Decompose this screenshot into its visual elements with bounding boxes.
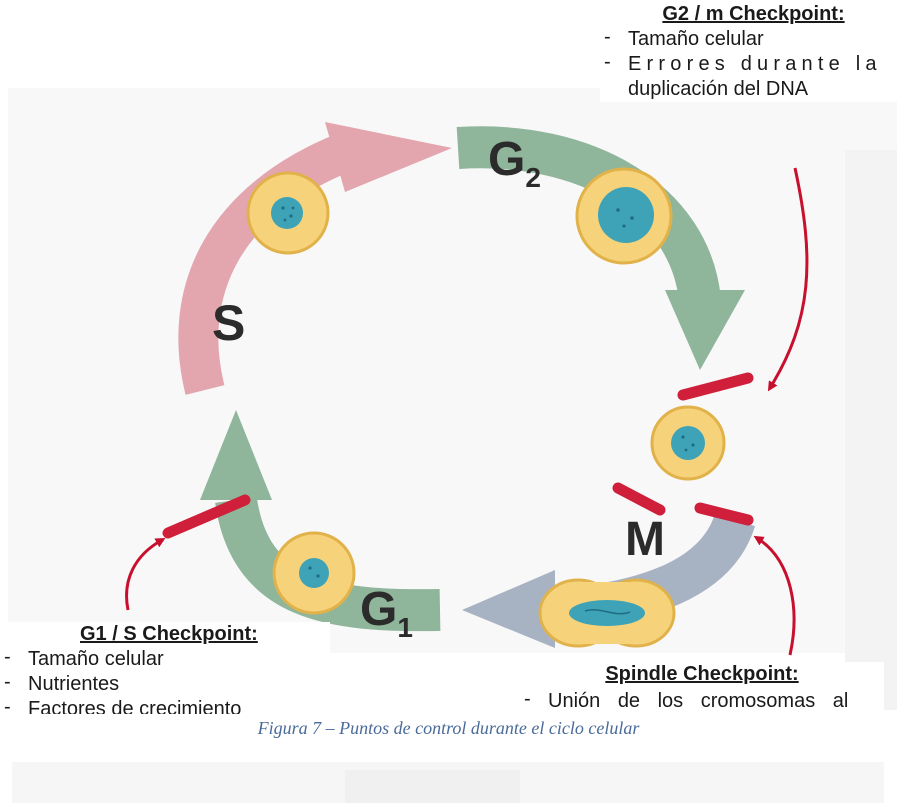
g1-subscript: 1 [397, 612, 413, 643]
cell-cycle-diagram: S G2 M G1 [0, 0, 897, 720]
g1s-checkpoint-title: G1 / S Checkpoint: [0, 622, 330, 647]
list-item: -Nutrientes [0, 672, 330, 697]
list-item-text: Errores durante la [628, 53, 882, 75]
g1s-pointer-arrow [127, 540, 162, 610]
spindle-checkpoint-box: Spindle Checkpoint: -Unión de los cromos… [520, 662, 884, 717]
s-phase-label: S [212, 295, 245, 351]
g2-letter: G [488, 133, 525, 186]
list-item: -Tamaño celular [0, 647, 330, 672]
g2-subscript: 2 [525, 162, 541, 193]
figure-caption: Figura 7 – Puntos de control durante el … [0, 718, 897, 739]
g1s-checkpoint-box: G1 / S Checkpoint: -Tamaño celular -Nutr… [0, 622, 330, 714]
list-item-text: Unión de los cromosomas al [548, 690, 848, 712]
g1s-checkpoint-list: -Tamaño celular -Nutrientes -Factores de… [0, 647, 330, 714]
list-item-text: Tamaño celular [628, 28, 764, 50]
cell-g1-phase [274, 533, 354, 613]
cell-s-phase [248, 173, 328, 253]
m-phase-label: M [625, 513, 665, 566]
cell-dividing [540, 580, 674, 646]
spindle-checkpoint-list: -Unión de los cromosomas al [520, 689, 884, 714]
list-item: -Factores de crecimiento [0, 697, 330, 714]
list-item-text: duplicación del DNA [628, 78, 808, 100]
g2m-checkpoint-box: G2 / m Checkpoint: -Tamaño celular -Erro… [600, 2, 897, 102]
background-tab [345, 770, 520, 803]
spindle-checkpoint-title: Spindle Checkpoint: [520, 662, 884, 687]
list-item-text: Tamaño celular [28, 648, 164, 670]
list-item-text: Nutrientes [28, 673, 119, 695]
spindle-pointer-arrow [757, 538, 794, 655]
g1-letter: G [360, 583, 397, 636]
cell-g2-phase [577, 169, 671, 263]
g2m-pointer-arrow [770, 168, 807, 388]
list-item-text: Factores de crecimiento [28, 698, 241, 714]
list-item: -Tamaño celular [600, 27, 897, 52]
g2m-checkpoint-title: G2 / m Checkpoint: [600, 2, 897, 27]
spindle-checkpoint-bar-left [618, 488, 660, 510]
list-item: -Unión de los cromosomas al [520, 689, 884, 714]
g2m-checkpoint-list: -Tamaño celular -Errores durante la dupl… [600, 27, 897, 102]
cell-m-phase [652, 407, 724, 479]
list-item: duplicación del DNA [600, 77, 897, 102]
list-item: -Errores durante la [600, 52, 897, 77]
spindle-checkpoint-bar-right [700, 508, 748, 520]
g2m-checkpoint-bar [683, 378, 748, 395]
